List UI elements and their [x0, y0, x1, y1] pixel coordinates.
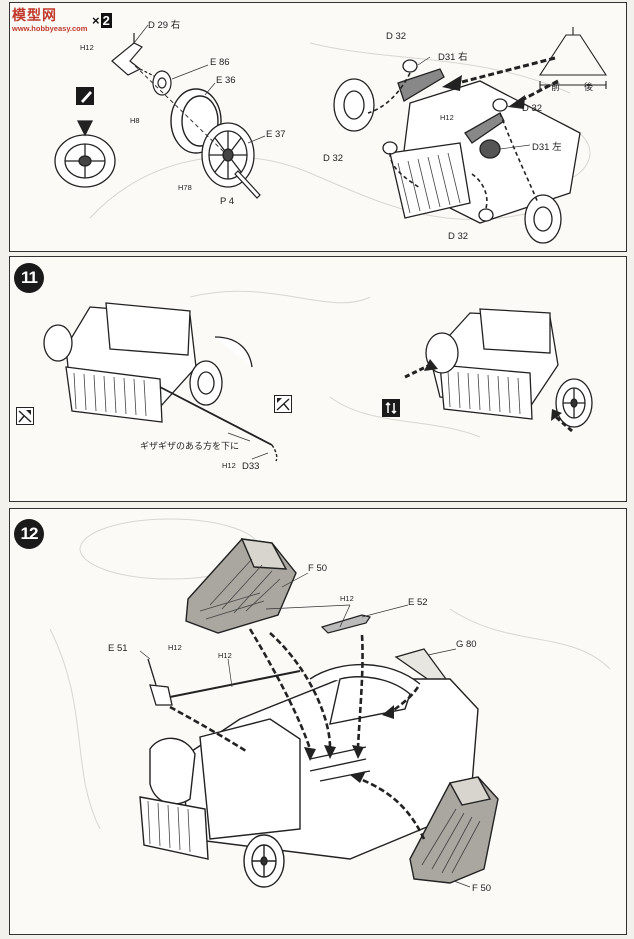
part-label-h12-rod: H12	[218, 651, 232, 660]
step-10-panel: 模型网 www.hobbyeasy.com ×2 D 29 右 H12 E 86…	[9, 2, 627, 252]
step-number-12: 12	[14, 519, 44, 549]
part-label-p4: P 4	[220, 196, 235, 207]
part-label-d32-bottom: D 32	[448, 231, 469, 242]
watermark-url: www.hobbyeasy.com	[12, 24, 88, 33]
step-11-panel: 11	[9, 256, 627, 502]
part-label-f50-bottom: F 50	[472, 883, 492, 894]
direction-front: 前	[551, 83, 561, 93]
part-label-d32-left: D 32	[323, 153, 344, 164]
seat-assembly-illustration	[49, 518, 611, 888]
step-number-11: 11	[14, 263, 44, 293]
suspension-rod-illustration	[43, 290, 593, 462]
part-label-d31-right: D31 右	[438, 52, 468, 63]
check-icon-left	[16, 407, 34, 425]
multiplier-prefix: ×	[92, 13, 100, 28]
flip-over-icon	[382, 399, 400, 417]
part-label-d32-top: D 32	[386, 31, 407, 42]
part-label-h8: H8	[130, 116, 140, 125]
part-label-h12: H12	[80, 43, 94, 52]
wheel-assembly-illustration	[54, 24, 608, 244]
jagged-side-note: ギザギザのある方を下に	[140, 442, 240, 452]
part-label-e51: E 51	[108, 643, 128, 654]
part-label-g80: G 80	[456, 639, 477, 650]
part-label-d33: D33	[242, 461, 260, 472]
multiplier-count: 2	[100, 13, 112, 28]
part-label-e36: E 36	[216, 75, 236, 86]
part-label-h12-lever: H12	[168, 643, 182, 652]
part-label-e37: E 37	[266, 129, 286, 140]
part-label-e52: E 52	[408, 597, 428, 608]
watermark-brand: 模型网	[12, 8, 57, 24]
part-label-e86: E 86	[210, 57, 230, 68]
part-label-h12-seat: H12	[340, 594, 354, 603]
check-icon-right	[274, 395, 292, 413]
direction-rear: 後	[584, 83, 594, 93]
part-label-d31-left: D31 左	[532, 142, 562, 153]
part-label-f50-top: F 50	[308, 563, 328, 574]
part-label-h12-right: H12	[440, 113, 454, 122]
part-label-h78: H78	[178, 183, 192, 192]
part-label-d32-mid: D 32	[522, 103, 543, 114]
part-label-d29: D 29 右	[148, 20, 181, 31]
quantity-multiplier: ×2	[92, 13, 112, 28]
step-12-panel: 12	[9, 508, 627, 935]
part-label-h12: H12	[222, 461, 236, 470]
watermark-logo: 模型网 www.hobbyeasy.com	[12, 5, 87, 33]
